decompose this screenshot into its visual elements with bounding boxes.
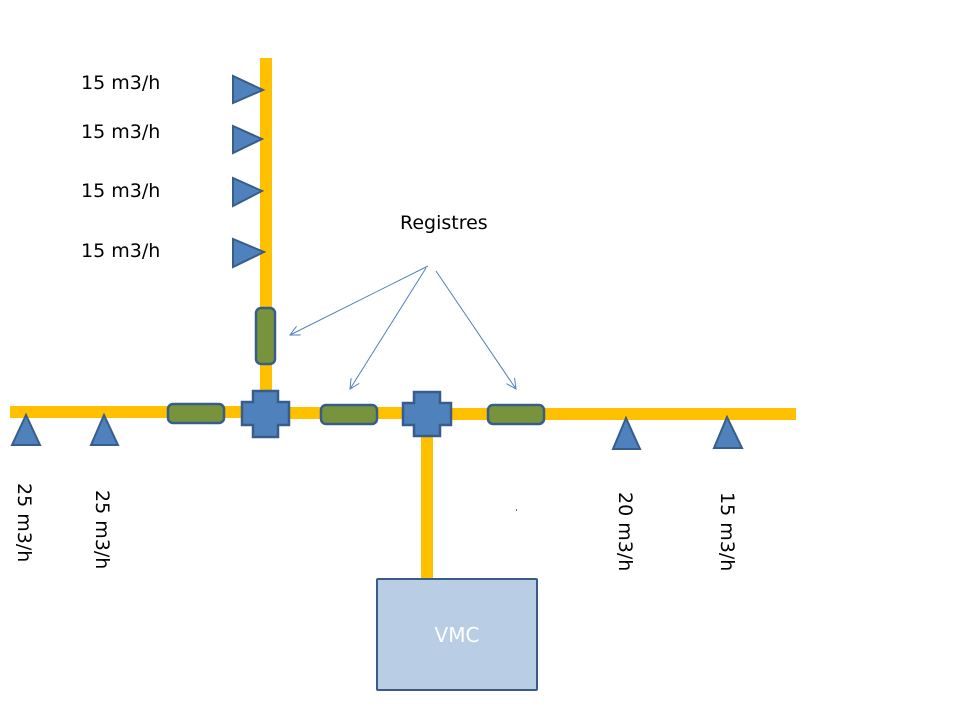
flow-label-right-1: 20 m3/h — [614, 492, 636, 572]
vertical-terminals — [232, 74, 267, 269]
air-terminal-icon — [232, 237, 267, 269]
damper-center — [319, 403, 379, 426]
junctions — [240, 389, 453, 439]
air-terminal-icon — [89, 412, 120, 446]
air-terminal-icon — [232, 176, 265, 208]
flow-label-left-1: 25 m3/h — [13, 483, 35, 563]
damper-vertical — [254, 306, 277, 366]
flow-label-vertical-4: 15 m3/h — [81, 240, 161, 262]
junction-cross-icon — [240, 389, 291, 439]
flow-label-right-2: 15 m3/h — [716, 492, 738, 572]
air-terminal-icon — [232, 124, 265, 155]
vmc-label: VMC — [434, 622, 480, 647]
damper-left — [166, 402, 226, 425]
air-terminal-icon — [712, 414, 744, 449]
vmc-unit: VMC — [376, 578, 538, 691]
air-terminal-icon — [232, 74, 266, 105]
air-terminal-icon — [611, 415, 642, 450]
stray-dot — [516, 509, 517, 511]
arrow-to-damper-center — [350, 267, 427, 389]
flow-label-vertical-2: 15 m3/h — [81, 121, 161, 143]
horizontal-terminals — [10, 412, 744, 450]
junction-cross-icon — [401, 390, 453, 438]
flow-label-left-2: 25 m3/h — [91, 490, 113, 570]
flow-label-vertical-3: 15 m3/h — [81, 180, 161, 202]
flow-label-vertical-1: 15 m3/h — [81, 72, 161, 94]
arrow-to-damper-right — [435, 270, 516, 389]
damper-right — [486, 403, 546, 426]
dampers — [166, 306, 546, 426]
annotation-arrows — [290, 265, 516, 389]
air-terminal-icon — [10, 412, 42, 446]
arrow-to-damper-vertical — [290, 265, 429, 335]
registres-label: Registres — [400, 212, 488, 234]
